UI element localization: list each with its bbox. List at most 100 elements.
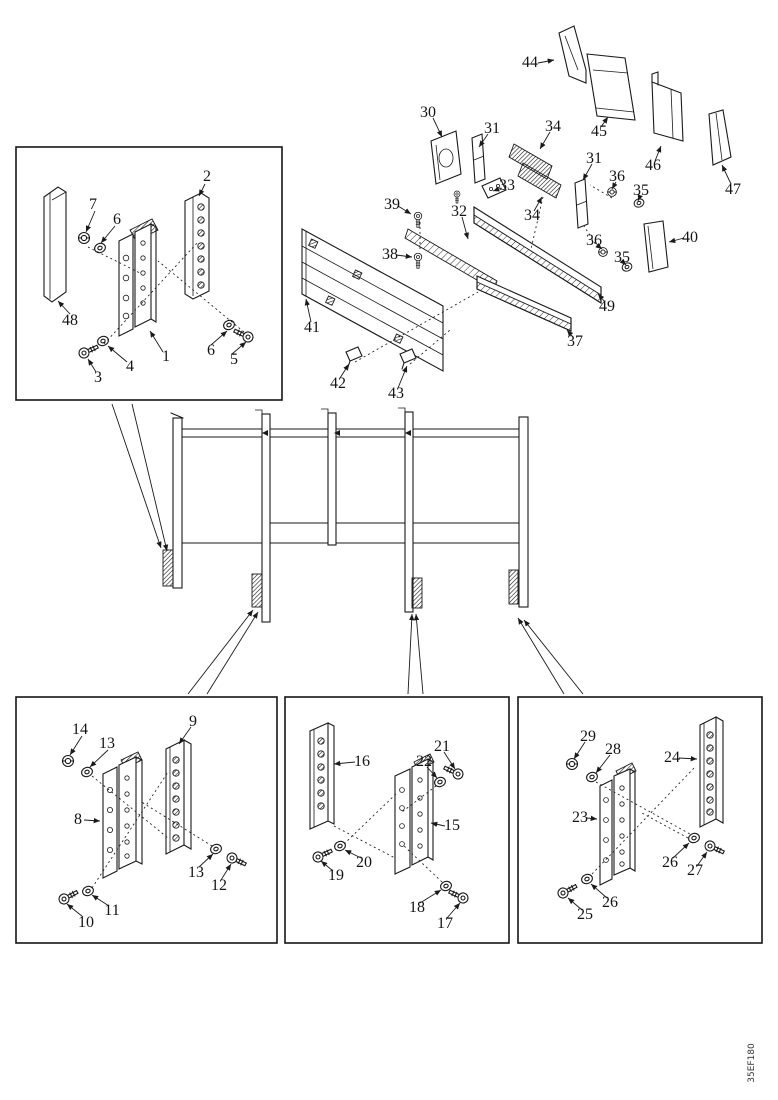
part-callout-44: 44 <box>522 54 538 71</box>
detail-box-left <box>15 696 278 944</box>
part-callout-42: 42 <box>330 375 346 392</box>
part-callout-36: 36 <box>609 168 625 185</box>
part-callout-38: 38 <box>382 246 398 263</box>
part-callout-16: 16 <box>354 753 370 770</box>
mount-plate-right <box>508 569 519 605</box>
assembly-axis-lines-main <box>354 184 613 365</box>
part-callout-14: 14 <box>72 721 88 738</box>
part-callout-49: 49 <box>599 298 615 315</box>
assembly-axis-lines-box-left <box>91 771 213 889</box>
part-24-rail <box>699 716 724 828</box>
part-callout-27: 27 <box>687 862 703 879</box>
detail-box-top-left <box>15 146 283 401</box>
part-callout-46: 46 <box>645 157 661 174</box>
part-callout-31: 31 <box>484 120 500 137</box>
detail-leader-lines <box>111 403 584 695</box>
detail-box-middle <box>284 696 510 944</box>
part-callout-19: 19 <box>328 867 344 884</box>
part-callout-12: 12 <box>211 877 227 894</box>
part-callout-23: 23 <box>572 809 588 826</box>
leader-lines-main <box>304 58 732 389</box>
main-exploded-view <box>301 25 732 389</box>
part-callout-13: 13 <box>99 735 115 752</box>
part-41-panel <box>301 228 444 372</box>
frame-post-left <box>172 417 183 589</box>
frame-assembly <box>111 403 584 695</box>
part-callout-24: 24 <box>664 749 680 766</box>
part-callout-10: 10 <box>78 914 94 931</box>
leader-lines-box-right <box>567 741 708 911</box>
part-callout-17: 17 <box>437 915 453 932</box>
part-callout-36: 36 <box>586 232 602 249</box>
part-callout-31: 31 <box>586 150 602 167</box>
part-44-plate <box>558 25 587 84</box>
part-37-channel <box>476 275 572 332</box>
part-callout-33: 33 <box>499 177 515 194</box>
part-callout-26: 26 <box>662 854 678 871</box>
detail-box-top-left-border <box>15 146 283 401</box>
assembly-axis-lines-box-middle <box>333 785 443 883</box>
part-callout-8: 8 <box>74 811 82 828</box>
part-callout-2: 2 <box>203 168 211 185</box>
part-callout-15: 15 <box>444 817 460 834</box>
part-callout-34: 34 <box>545 118 561 135</box>
part-callout-30: 30 <box>420 104 436 121</box>
part-callout-35: 35 <box>633 182 649 199</box>
part-callout-29: 29 <box>580 728 596 745</box>
leader-lines-box-middle <box>320 751 461 919</box>
part-callout-28: 28 <box>605 741 621 758</box>
part-callout-4: 4 <box>126 358 134 375</box>
part-callout-47: 47 <box>725 181 741 198</box>
part-46-plate <box>651 71 684 142</box>
part-callout-1: 1 <box>162 348 170 365</box>
assembly-axis-lines-top-left <box>87 241 245 345</box>
part-48-panel <box>43 186 67 303</box>
part-callout-5: 5 <box>230 351 238 368</box>
part-callout-6: 6 <box>113 211 121 228</box>
part-callout-40: 40 <box>682 229 698 246</box>
leader-lines-top-left <box>57 183 247 373</box>
part-callout-34: 34 <box>524 207 540 224</box>
frame-post-3 <box>327 412 337 546</box>
mount-plate-4 <box>411 577 423 609</box>
part-callout-18: 18 <box>409 899 425 916</box>
mount-plate-2 <box>251 573 263 608</box>
detail-box-right <box>517 696 763 944</box>
part-callout-20: 20 <box>356 854 372 871</box>
part-callout-25: 25 <box>577 906 593 923</box>
part-31-strap-right <box>574 178 589 229</box>
frame-post-4 <box>404 411 414 613</box>
detail-box-right-border <box>517 696 763 944</box>
part-2-rail <box>184 192 210 300</box>
part-30-bracket <box>430 130 462 185</box>
part-callout-6: 6 <box>207 342 215 359</box>
part-callout-3: 3 <box>94 369 102 386</box>
part-callout-37: 37 <box>567 333 583 350</box>
part-1-bracket <box>118 218 159 337</box>
part-callout-45: 45 <box>591 123 607 140</box>
assembly-axis-lines-box-right <box>591 765 697 875</box>
part-callout-21: 21 <box>434 738 450 755</box>
leader-lines-box-left <box>66 726 232 918</box>
part-23-bracket <box>599 762 637 886</box>
part-45-plate <box>586 53 636 121</box>
part-callout-41: 41 <box>304 319 320 336</box>
part-47-plate <box>708 109 732 166</box>
part-callout-7: 7 <box>89 196 97 213</box>
part-callout-13: 13 <box>188 864 204 881</box>
part-callout-9: 9 <box>189 713 197 730</box>
part-callout-22: 22 <box>416 753 432 770</box>
part-callout-48: 48 <box>62 312 78 329</box>
part-callout-11: 11 <box>104 902 120 919</box>
part-callout-32: 32 <box>451 203 467 220</box>
part-15-bracket <box>394 753 435 875</box>
detail-box-middle-border <box>284 696 510 944</box>
detail-box-left-border <box>15 696 278 944</box>
part-9-rail <box>165 739 192 855</box>
part-34-grille-lower <box>517 162 562 199</box>
part-16-rail <box>309 722 335 830</box>
frame-post-right <box>518 416 529 608</box>
